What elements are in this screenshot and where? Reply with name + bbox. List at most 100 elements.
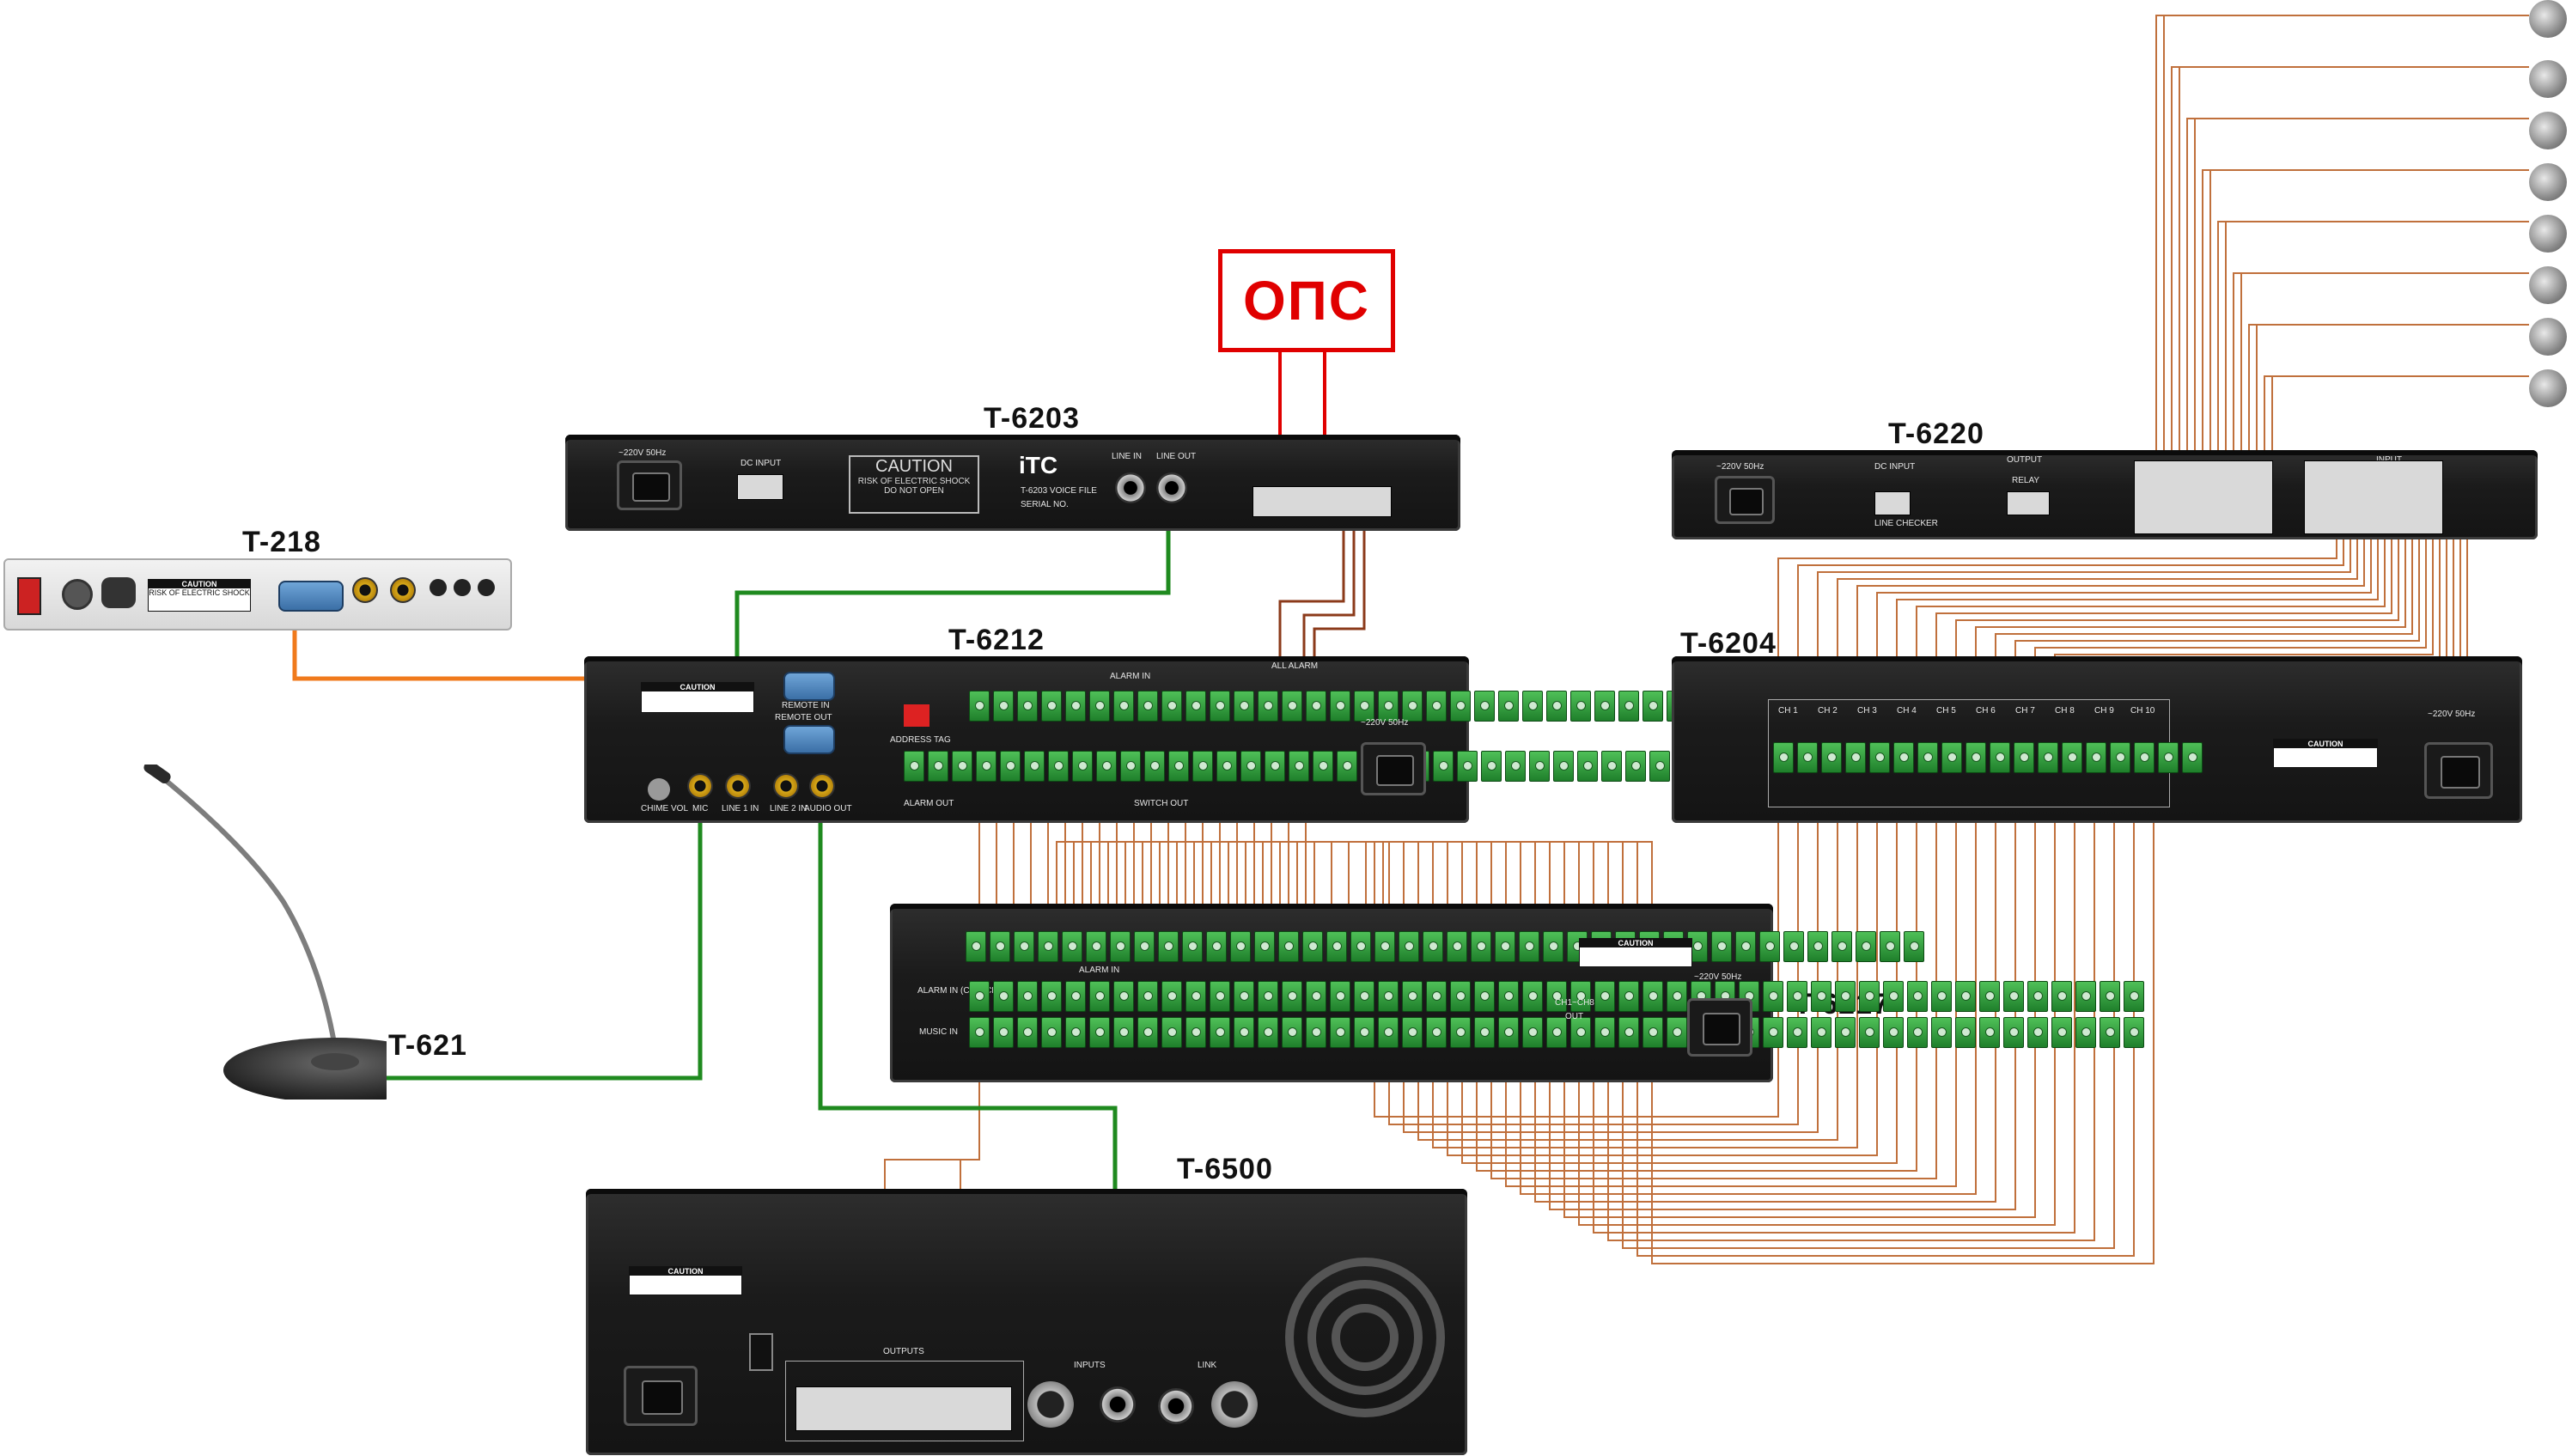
- speaker-line: [2271, 375, 2529, 481]
- ch8-label: CH 8: [2055, 706, 2075, 716]
- channel-line: [1935, 515, 2392, 687]
- dc-input-label: DC INPUT: [1874, 462, 1916, 472]
- output-terminal-block[interactable]: [795, 1386, 1012, 1431]
- caution-text: CAUTION: [630, 1267, 741, 1276]
- speaker-line: [2194, 118, 2529, 481]
- power-switch[interactable]: [749, 1333, 773, 1371]
- power-inlet[interactable]: [1687, 998, 1752, 1057]
- chime-knob[interactable]: [430, 579, 447, 596]
- power-inlet[interactable]: [1715, 476, 1775, 524]
- link-label: LINK: [1198, 1361, 1217, 1370]
- t6204-label: T-6204: [1680, 627, 1777, 660]
- speaker-icon: [2529, 163, 2567, 201]
- voltage-label: ~220V 50Hz: [1694, 972, 1742, 982]
- serial-label: SERIAL NO.: [1021, 500, 1069, 509]
- voltage-label: ~220V 50Hz: [2428, 710, 2476, 719]
- xlr-link[interactable]: [1211, 1381, 1258, 1428]
- ch1-ch8-label: CH1~CH8: [1555, 998, 1594, 1008]
- alarm-in-ch-label: ALARM IN (CH1~CH10): [917, 986, 1011, 996]
- com-port[interactable]: [278, 581, 344, 612]
- ch4-label: CH 4: [1897, 706, 1917, 716]
- speaker-line: [2240, 272, 2529, 481]
- chime-knob[interactable]: [648, 778, 670, 801]
- speaker-icon: [2529, 266, 2567, 304]
- remote-in-port[interactable]: [783, 672, 835, 701]
- all-alarm-label: ALL ALARM: [1271, 661, 1319, 671]
- channel-terminals-bottom[interactable]: [969, 1017, 2148, 1048]
- gooseneck-microphone: [137, 760, 447, 1103]
- line-in-label: LINE IN: [1112, 452, 1143, 461]
- address-switch[interactable]: [904, 704, 929, 727]
- ch2-label: CH 2: [1818, 706, 1838, 716]
- speaker-icon: [2529, 60, 2567, 98]
- caution-title: CAUTION: [875, 457, 953, 476]
- voltage-label: ~220V 50Hz: [1716, 462, 1764, 472]
- alarm-in-terminals[interactable]: [969, 691, 1739, 722]
- ch-terminals[interactable]: [1773, 742, 2206, 773]
- speaker-line: [2256, 324, 2529, 481]
- power-inlet[interactable]: [617, 460, 682, 510]
- outputs-label: OUTPUTS: [883, 1347, 924, 1356]
- channel-line: [1797, 515, 2344, 687]
- line-out-jack[interactable]: [1156, 472, 1187, 503]
- relay-terminal[interactable]: [2007, 491, 2050, 515]
- input-jack[interactable]: [1100, 1386, 1136, 1422]
- power-switch[interactable]: [17, 577, 41, 615]
- caution-text: CAUTION: [1580, 939, 1691, 947]
- speaker-icon: [2529, 215, 2567, 253]
- speaker-line: [2155, 15, 2529, 481]
- link-jack[interactable]: [1158, 1388, 1194, 1424]
- input-label: INPUT: [2376, 455, 2402, 465]
- line-in-jack[interactable]: [1115, 472, 1146, 503]
- alarm-out-label: ALARM OUT: [904, 799, 954, 808]
- line2-label: LINE 2 IN: [770, 804, 808, 813]
- alarm-terminal-block[interactable]: [1252, 486, 1392, 517]
- do-not-open-label: DO NOT OPEN: [884, 486, 944, 496]
- channel-line: [1856, 515, 2365, 687]
- xlr-input[interactable]: [1027, 1381, 1074, 1428]
- dc-input-terminal[interactable]: [1874, 491, 1911, 515]
- vol-knob[interactable]: [454, 579, 471, 596]
- ops-text: ОПС: [1243, 270, 1370, 332]
- input-terminal-block[interactable]: [2304, 460, 2443, 534]
- alarm-in-terminals[interactable]: [966, 931, 1928, 962]
- out-label: OUT: [1565, 1012, 1584, 1021]
- line-in-jack[interactable]: [390, 577, 416, 603]
- caution-sticker: CAUTION: [629, 1266, 742, 1295]
- microphone-icon: [143, 760, 447, 1103]
- output-jack[interactable]: [352, 577, 378, 603]
- power-inlet[interactable]: [624, 1366, 698, 1426]
- channel-line: [1876, 515, 2372, 687]
- channel-terminals-top[interactable]: [969, 981, 2148, 1012]
- speaker-line: [2186, 118, 2529, 481]
- caution-sticker: CAUTION: [1579, 938, 1692, 967]
- output-terminal-block[interactable]: [2134, 460, 2273, 534]
- ch7-label: CH 7: [2015, 706, 2035, 716]
- t6203-device: ~220V 50Hz DC INPUT CAUTION RISK OF ELEC…: [565, 435, 1460, 531]
- ch10-label: CH 10: [2130, 706, 2155, 716]
- power-cord-icon: [101, 577, 136, 608]
- dc-input-label: DC INPUT: [741, 459, 782, 468]
- ch5-label: CH 5: [1936, 706, 1956, 716]
- remote-out-port[interactable]: [783, 725, 835, 754]
- line2-jack[interactable]: [773, 773, 799, 799]
- line1-label: LINE 1 IN: [722, 804, 759, 813]
- power-inlet[interactable]: [1361, 742, 1426, 795]
- audio-wire-mic-to-t6212: [378, 807, 703, 1081]
- mic-knob[interactable]: [478, 579, 495, 596]
- line-checker-label: LINE CHECKER: [1874, 519, 1938, 528]
- ch1-label: CH 1: [1778, 706, 1798, 716]
- voice-file-label: T-6203 VOICE FILE: [1021, 486, 1097, 496]
- mic-jack[interactable]: [687, 773, 713, 799]
- speaker-icon: [2529, 112, 2567, 149]
- chime-vol-label: CHIME VOL: [641, 804, 689, 813]
- dc-input-terminal[interactable]: [737, 474, 783, 500]
- t6220-label: T-6220: [1888, 417, 1984, 450]
- caution-box: CAUTION RISK OF ELECTRIC SHOCK DO NOT OP…: [849, 455, 979, 514]
- line1-jack[interactable]: [725, 773, 751, 799]
- audio-out-jack[interactable]: [809, 773, 835, 799]
- power-inlet[interactable]: [2424, 742, 2493, 799]
- voltage-label: ~220V 50Hz: [619, 448, 667, 458]
- ch3-label: CH 3: [1857, 706, 1877, 716]
